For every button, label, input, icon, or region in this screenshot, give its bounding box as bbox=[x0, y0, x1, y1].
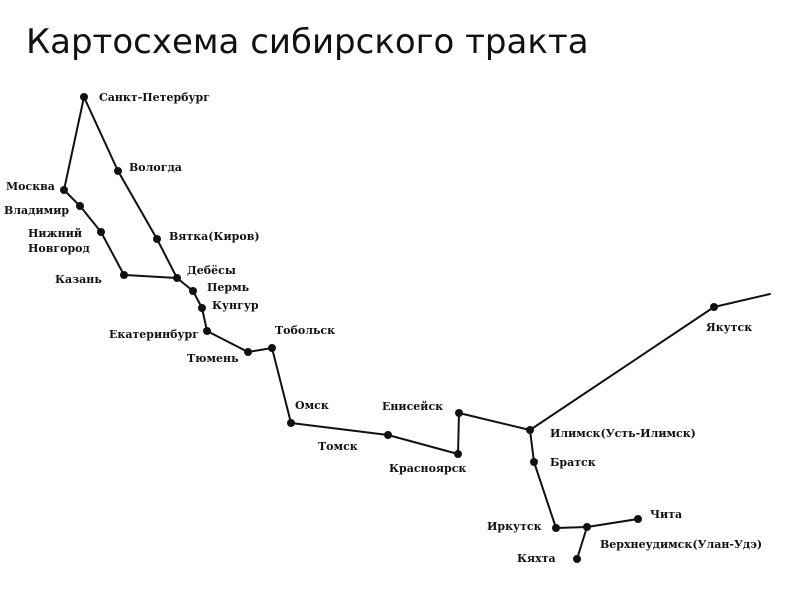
city-label-spb: Санкт-Петербург bbox=[99, 91, 210, 104]
city-dot-krasnoyarsk bbox=[454, 450, 462, 458]
city-label-nizhny-2: Новгород bbox=[28, 242, 90, 255]
city-dot-ekaterinburg bbox=[203, 327, 211, 335]
city-dot-yakutsk bbox=[710, 303, 718, 311]
city-dot-omsk bbox=[287, 419, 295, 427]
city-label-krasnoyarsk: Красноярск bbox=[389, 462, 466, 475]
city-dot-debesy bbox=[173, 274, 181, 282]
city-dots bbox=[60, 93, 718, 563]
city-dot-kyakhta bbox=[573, 555, 581, 563]
city-label-eniseysk: Енисейск bbox=[382, 400, 443, 413]
city-label-moskva: Москва bbox=[6, 180, 55, 193]
city-dot-chita bbox=[634, 515, 642, 523]
city-dot-vologda bbox=[114, 167, 122, 175]
route-ilimsk-kyakhta bbox=[529, 429, 639, 529]
city-dot-spb bbox=[80, 93, 88, 101]
city-label-perm: Пермь bbox=[207, 281, 250, 294]
city-dot-tyumen bbox=[244, 348, 252, 356]
city-dot-vladimir bbox=[76, 202, 84, 210]
city-label-irkutsk: Иркутск bbox=[487, 520, 542, 533]
city-dot-ilimsk bbox=[526, 426, 534, 434]
city-label-debesy: Дебёсы bbox=[187, 264, 236, 277]
route-kyakhta-branch bbox=[576, 526, 588, 560]
city-dot-verkhneudinsk bbox=[583, 523, 591, 531]
city-label-tomsk: Томск bbox=[318, 440, 358, 453]
city-label-kyakhta: Кяхта bbox=[517, 552, 556, 565]
city-dot-eniseysk bbox=[455, 409, 463, 417]
city-dot-nizhny-novgorod bbox=[97, 228, 105, 236]
city-label-nizhny-1: Нижний bbox=[28, 227, 82, 240]
city-label-yakutsk: Якутск bbox=[706, 321, 752, 334]
city-label-ekaterinburg: Екатеринбург bbox=[109, 328, 199, 341]
city-label-tobolsk: Тобольск bbox=[275, 324, 335, 337]
city-label-omsk: Омск bbox=[295, 399, 329, 412]
city-dot-perm bbox=[189, 287, 197, 295]
city-label-ilimsk: Илимск(Усть-Илимск) bbox=[550, 427, 696, 440]
city-dot-moskva bbox=[60, 186, 68, 194]
city-label-vladimir: Владимир bbox=[4, 204, 69, 217]
city-labels: Санкт-Петербург Вологда Москва Владимир … bbox=[4, 91, 762, 565]
city-dot-kazan bbox=[120, 271, 128, 279]
city-dot-vyatka bbox=[153, 235, 161, 243]
city-label-tyumen: Тюмень bbox=[187, 352, 239, 365]
city-label-chita: Чита bbox=[650, 508, 682, 521]
city-label-vyatka: Вятка(Киров) bbox=[169, 230, 260, 243]
city-label-kazan: Казань bbox=[55, 273, 102, 286]
city-dot-tobolsk bbox=[268, 344, 276, 352]
city-label-vologda: Вологда bbox=[129, 161, 182, 174]
city-dot-bratsk bbox=[530, 458, 538, 466]
city-label-verkhneudinsk: Верхнеудимск(Улан-Удэ) bbox=[600, 538, 762, 551]
city-dot-tomsk bbox=[384, 431, 392, 439]
city-label-bratsk: Братск bbox=[550, 456, 596, 469]
city-label-kungur: Кунгур bbox=[212, 299, 259, 312]
city-dot-kungur bbox=[198, 304, 206, 312]
map-title: Картосхема сибирского тракта bbox=[26, 22, 589, 62]
city-dot-irkutsk bbox=[552, 524, 560, 532]
